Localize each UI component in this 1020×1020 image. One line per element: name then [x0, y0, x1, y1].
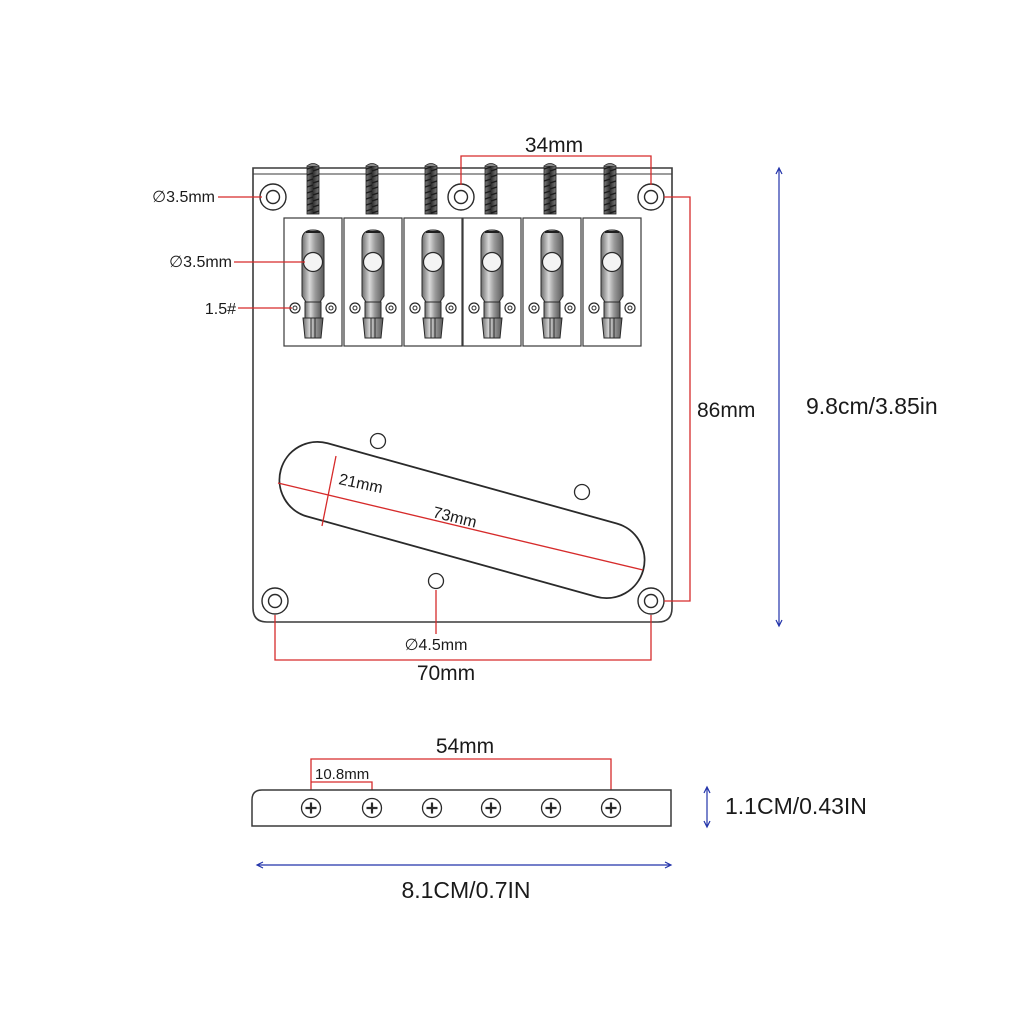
label-strip-outer-spacing: 54mm — [436, 735, 494, 758]
label-saddle-hole-diameter: ∅3.5mm — [169, 254, 232, 271]
mount-hole-top-right — [637, 183, 665, 211]
label-plate-height: 9.8cm/3.85in — [806, 393, 938, 419]
saddle-strip — [251, 789, 672, 827]
mount-hole-top-left — [259, 183, 287, 211]
saddle-6 — [582, 217, 642, 347]
label-strip-length: 8.1CM/0.7IN — [401, 877, 530, 903]
saddle-3 — [403, 217, 463, 347]
label-strip-height: 1.1CM/0.43IN — [725, 793, 867, 819]
mount-hole-bottom-right — [637, 587, 665, 615]
label-saddle-screw-size: 1.5# — [205, 301, 236, 318]
saddle-1 — [283, 217, 343, 347]
pickup-slot — [278, 441, 646, 599]
saddle-4 — [462, 217, 522, 347]
saddle-5 — [522, 217, 582, 347]
label-strip-pitch: 10.8mm — [315, 766, 369, 783]
saddle-2 — [343, 217, 403, 347]
dimension-lines — [218, 155, 691, 795]
label-bottom-hole-diameter: ∅4.5mm — [405, 637, 468, 654]
small-hole-1 — [369, 432, 387, 450]
mount-hole-top-center — [447, 183, 475, 211]
label-mount-hole-diameter: ∅3.5mm — [152, 189, 215, 206]
label-vertical-hole-spacing: 86mm — [697, 399, 755, 422]
saddles — [283, 217, 642, 347]
label-bottom-hole-spacing: 70mm — [417, 662, 475, 685]
label-top-hole-spacing: 34mm — [525, 134, 583, 157]
blue-dimension-lines — [255, 166, 783, 869]
mount-hole-bottom-left — [261, 587, 289, 615]
small-hole-3 — [427, 572, 445, 590]
small-hole-2 — [573, 483, 591, 501]
